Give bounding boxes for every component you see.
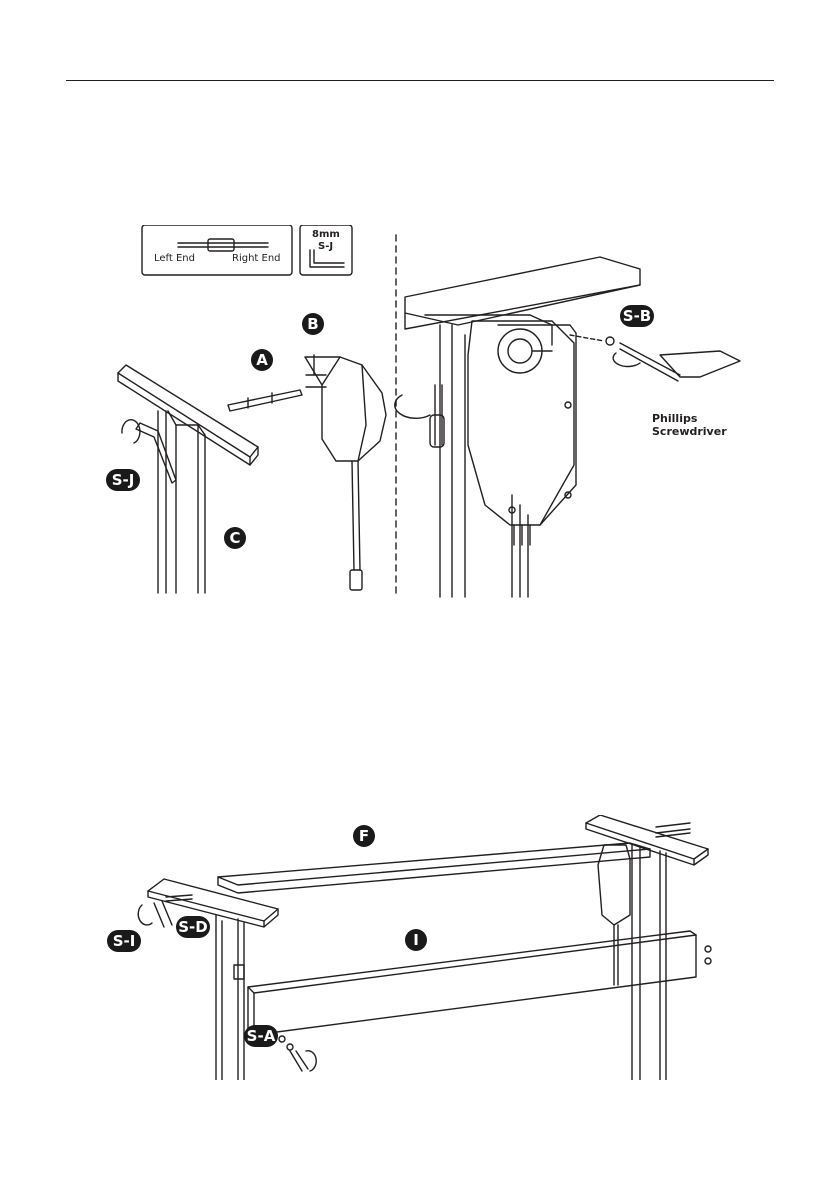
part-label-si: S-I — [107, 930, 141, 952]
legend-right-end: Right End — [232, 253, 281, 264]
part-label-a: A — [251, 349, 273, 371]
part-label-b: B — [302, 313, 324, 335]
legend-left-end: Left End — [154, 253, 195, 264]
part-label-c: C — [224, 527, 246, 549]
header-rule — [66, 80, 774, 81]
step-illustration-frame-assembly — [130, 815, 730, 1080]
part-label-f: F — [353, 825, 375, 847]
part-label-i: I — [405, 929, 427, 951]
part-label-sj: S-J — [106, 469, 140, 491]
tool-line-2: Screwdriver — [652, 425, 727, 438]
tool-line-1: Phillips — [652, 412, 727, 425]
legend-wrench-size: 8mm — [312, 229, 340, 240]
part-label-sa: S-A — [244, 1025, 278, 1047]
part-label-sb: S-B — [620, 305, 654, 327]
legend-wrench-code: S-J — [318, 241, 333, 252]
tool-callout: Phillips Screwdriver — [652, 412, 727, 438]
part-label-sd: S-D — [176, 916, 210, 938]
